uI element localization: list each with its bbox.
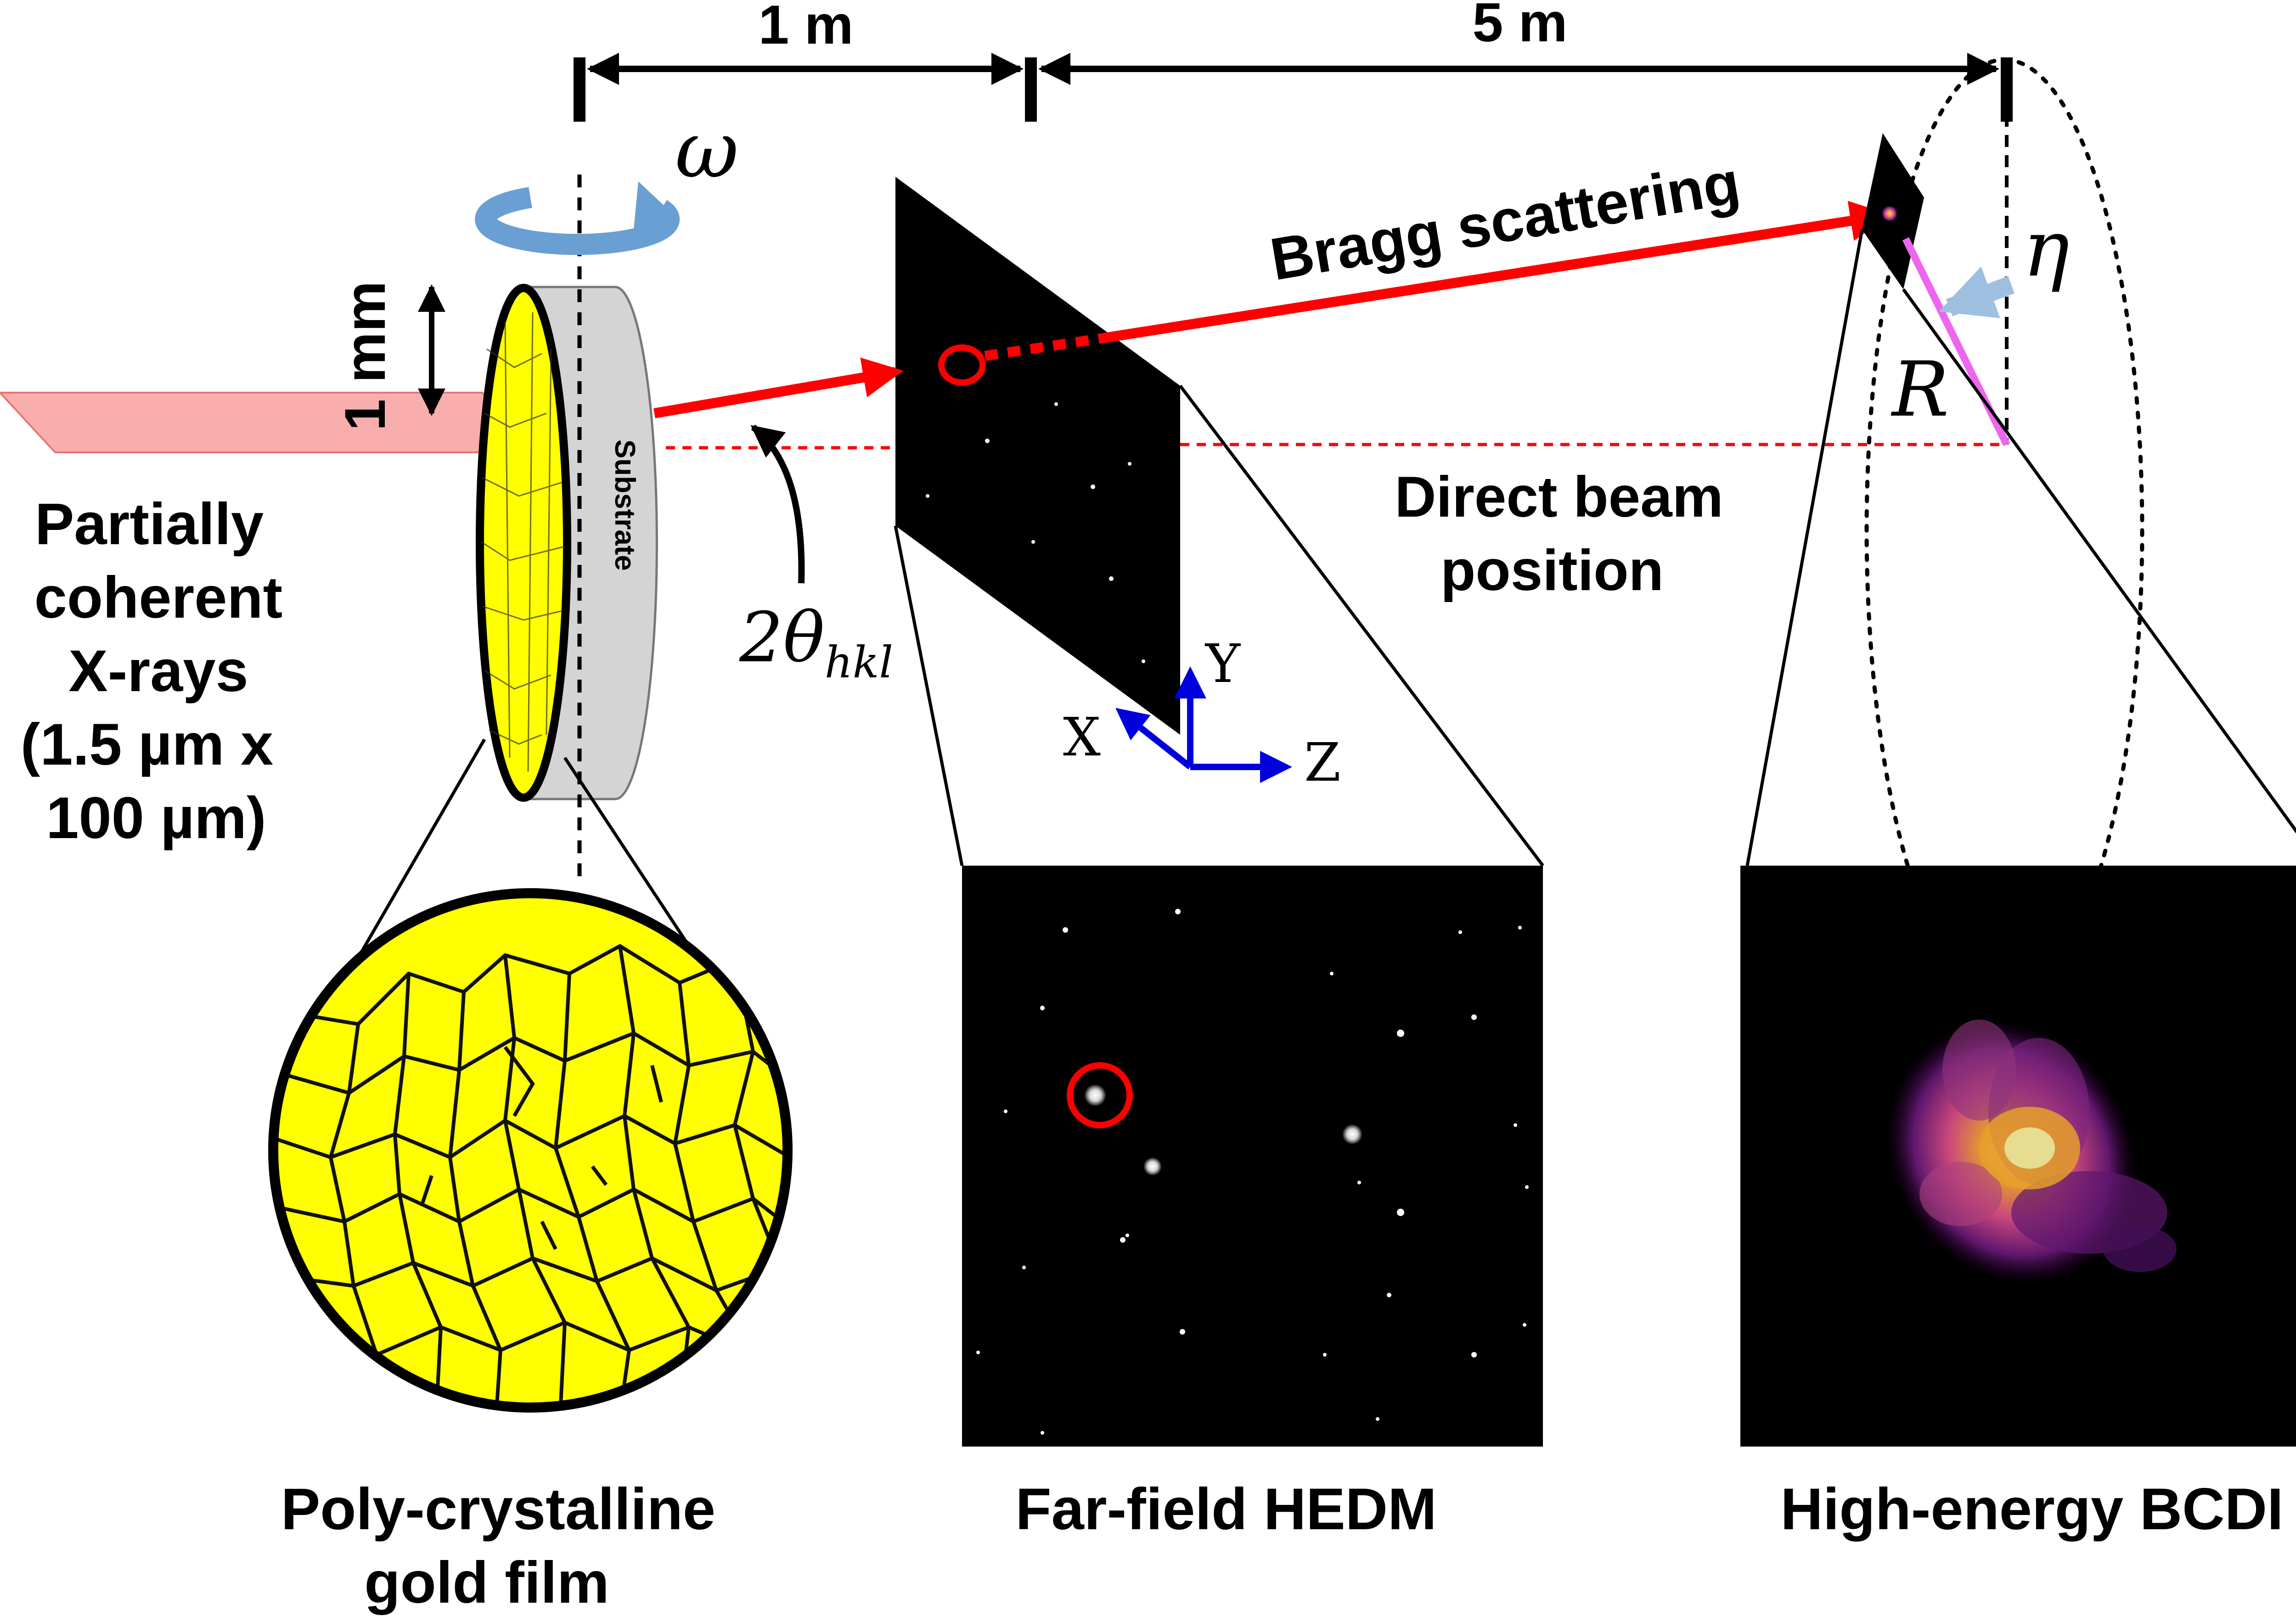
bcdi-pattern-image	[1740, 866, 2296, 1447]
substrate-label: Substrate	[609, 439, 641, 571]
svg-text:Partially: Partially	[35, 491, 264, 557]
coordinate-axes: Y Z X	[1063, 633, 1341, 794]
svg-text:(1.5 µm x: (1.5 µm x	[21, 712, 273, 777]
gold-film-grains	[481, 312, 565, 772]
beam-height-label: 1 mm	[333, 281, 397, 431]
rotation-arrowhead-icon	[634, 181, 675, 230]
two-theta-arc	[750, 424, 805, 584]
svg-text:gold film: gold film	[364, 1550, 609, 1616]
svg-text:position: position	[1441, 539, 1664, 603]
svg-text:Direct beam: Direct beam	[1395, 465, 1723, 529]
bcdi-speckle	[1885, 1019, 2177, 1285]
hedm-selected-peak	[938, 344, 986, 386]
dimension-bars: 1 m 5 m	[574, 0, 2013, 122]
two-theta-symbol: 2θhkl	[739, 598, 893, 688]
scattered-beam-segment	[653, 357, 904, 418]
sample-assembly: Substrate ω	[475, 105, 739, 882]
xray-source-label: Partially coherent X-rays (1.5 µm x 100 …	[21, 491, 283, 851]
eta-symbol: η	[2023, 203, 2070, 294]
svg-text:coherent: coherent	[34, 565, 283, 631]
eta-arrow	[1939, 266, 2015, 318]
hedm-pattern-image	[962, 866, 1543, 1447]
rotation-arrow-icon	[475, 187, 680, 255]
svg-text:X-rays: X-rays	[68, 638, 248, 704]
axis-x-label: X	[1063, 707, 1101, 768]
direct-beam-label: Direct beam position	[1395, 465, 1723, 603]
radius-symbol: R	[1891, 345, 1949, 434]
svg-text:100 µm): 100 µm)	[46, 785, 266, 851]
polycrystalline-label: Poly-crystalline gold film	[281, 1476, 715, 1616]
axis-y-label: Y	[1204, 633, 1241, 695]
beam-height-scale: 1 mm	[333, 281, 445, 431]
axis-z-label: Z	[1304, 732, 1341, 794]
bcdi-label: High-energy BCDI	[1780, 1476, 2283, 1542]
hedm-detector-spots	[926, 379, 1145, 663]
hedm-detector	[895, 177, 1180, 735]
scattered-beam-hidden	[984, 332, 1108, 361]
dimension-5m-label: 5 m	[1473, 0, 1568, 53]
incident-xray-beam	[0, 392, 549, 453]
scattered-beam-main	[1106, 201, 1891, 343]
polycrystalline-zoom	[268, 888, 793, 1413]
dimension-1m-label: 1 m	[759, 0, 854, 56]
hedm-pattern-selected-peak	[1067, 1062, 1133, 1128]
omega-symbol: ω	[675, 105, 739, 196]
svg-text:Poly-crystalline: Poly-crystalline	[281, 1476, 715, 1542]
gold-film	[476, 284, 571, 802]
hedm-label: Far-field HEDM	[1015, 1476, 1436, 1542]
